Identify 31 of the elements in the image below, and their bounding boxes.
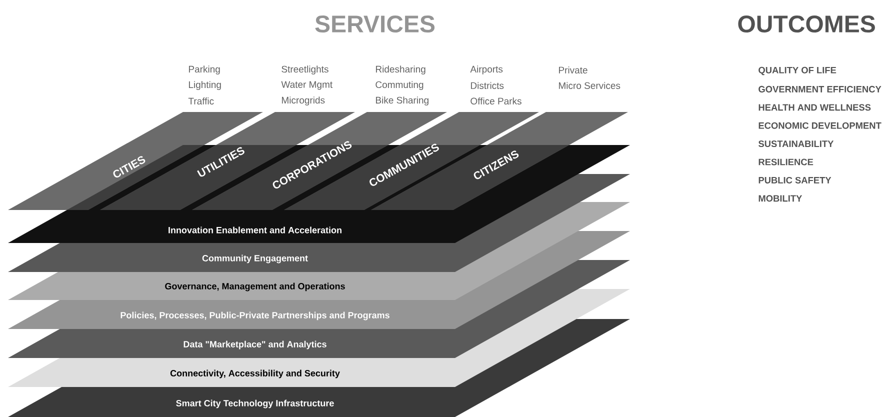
service-item: Ridesharing bbox=[376, 66, 426, 74]
service-item: Microgrids bbox=[282, 96, 325, 106]
layer-label: Community Engagement bbox=[202, 254, 308, 264]
service-item: Streetlights bbox=[282, 66, 328, 74]
layer-label: Data "Marketplace" and Analytics bbox=[184, 340, 326, 350]
service-item: Traffic bbox=[188, 98, 214, 104]
outcome-item: SUSTAINABILITY bbox=[758, 140, 834, 148]
outcome-item: QUALITY OF LIFE bbox=[758, 66, 836, 76]
service-item: Micro Services bbox=[559, 82, 620, 89]
outcome-item: ECONOMIC DEVELOPMENT bbox=[758, 122, 882, 129]
service-item: Commuting bbox=[376, 81, 424, 90]
layer-label: Connectivity, Accessibility and Security bbox=[170, 370, 340, 378]
layer-label: Governance, Management and Operations bbox=[165, 282, 345, 292]
service-item: Private bbox=[559, 66, 588, 74]
outcome-item: RESILIENCE bbox=[758, 158, 814, 166]
layer-label: Policies, Processes, Public-Private Partnerships and Programs bbox=[120, 312, 390, 320]
outcome-item: HEALTH AND WELLNESS bbox=[758, 104, 871, 111]
service-item: Bike Sharing bbox=[376, 96, 428, 106]
service-item: Parking bbox=[188, 66, 220, 74]
outcome-item: MOBILITY bbox=[758, 195, 802, 202]
service-item: Water Mgmt bbox=[281, 81, 332, 90]
layer-label: Smart City Technology Infrastructure bbox=[176, 400, 334, 408]
outcome-item: GOVERNMENT EFFICIENCY bbox=[758, 86, 882, 92]
service-item: Airports bbox=[470, 66, 503, 74]
service-item: Office Parks bbox=[470, 98, 522, 104]
section-heading: SERVICES bbox=[315, 16, 435, 32]
service-item: Districts bbox=[471, 82, 504, 89]
layer-label: Innovation Enablement and Acceleration bbox=[168, 226, 342, 234]
outcome-item: PUBLIC SAFETY bbox=[758, 176, 832, 184]
section-heading: OUTCOMES bbox=[738, 16, 875, 32]
service-item: Lighting bbox=[188, 81, 221, 90]
